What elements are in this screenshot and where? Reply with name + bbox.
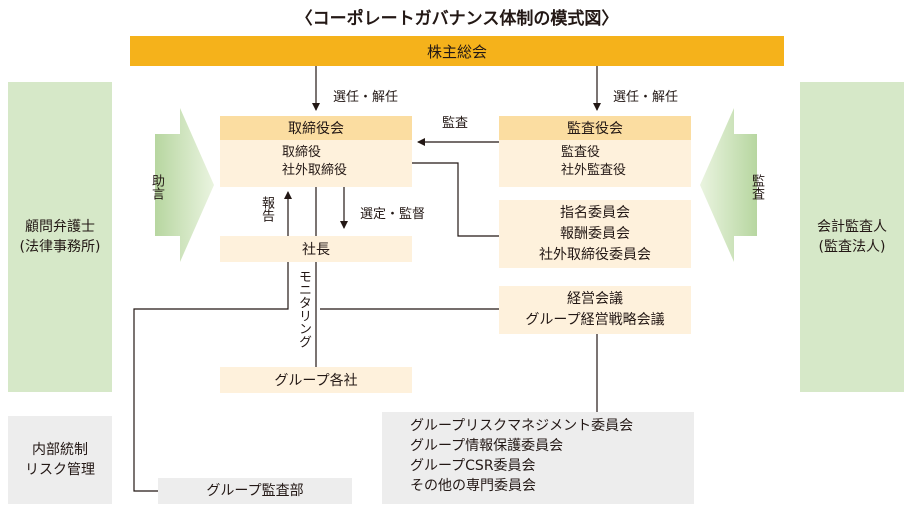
- group-committee-item: グループ情報保護委員会: [410, 438, 564, 454]
- board-member: 取締役: [282, 145, 322, 160]
- group-committee-item: その他の専門委員会: [410, 478, 536, 494]
- elect-auditors-label: 選任・解任: [613, 90, 679, 105]
- accounting-auditor-panel: 会計監査人 (監査法人): [800, 82, 904, 392]
- committee-item: 指名委員会: [560, 204, 630, 221]
- internal-control-box: 内部統制 リスク管理: [8, 416, 112, 504]
- board-member: 社外取締役: [282, 163, 348, 178]
- group-committee-item: グループリスクマネジメント委員会: [410, 418, 634, 434]
- management-item: 経営会議: [567, 291, 623, 307]
- audit-arrow: [700, 108, 757, 262]
- auditor-member: 社外監査役: [561, 163, 627, 178]
- committee-item: 社外取締役委員会: [539, 246, 651, 263]
- legal-counsel-panel: 顧問弁護士 (法律事務所): [8, 82, 112, 392]
- auditors-header: 監査役会: [499, 116, 691, 140]
- board-body: 取締役 社外取締役: [220, 140, 412, 187]
- president-audit-line: [133, 262, 289, 492]
- monitoring-label: モニタリング: [296, 270, 311, 348]
- group-committees-box: グループリスクマネジメント委員会 グループ情報保護委員会 グループCSR委員会 …: [382, 412, 694, 504]
- audit-arrow-label: 監査: [749, 174, 764, 200]
- committees-box: 指名委員会 報酬委員会 社外取締役委員会: [499, 200, 691, 268]
- advice-arrow: [155, 108, 214, 262]
- shareholders-meeting: 株主総会: [130, 36, 784, 66]
- auditor-member: 監査役: [561, 145, 601, 160]
- audit-label: 監査: [442, 116, 469, 131]
- management-item: グループ経営戦略会議: [525, 312, 665, 328]
- president-box: 社長: [220, 236, 412, 262]
- committee-item: 報酬委員会: [560, 225, 630, 242]
- group-committee-item: グループCSR委員会: [410, 458, 536, 474]
- auditors-body: 監査役 社外監査役: [499, 140, 691, 187]
- page-title: 〈コーポレートガバナンス体制の模式図〉: [295, 9, 619, 29]
- management-box: 経営会議 グループ経営戦略会議: [499, 286, 691, 334]
- report-label: 報告: [259, 196, 274, 222]
- board-header: 取締役会: [220, 116, 412, 140]
- group-companies-box: グループ各社: [220, 367, 412, 393]
- board-committees-line: [412, 162, 499, 237]
- elect-board-label: 選任・解任: [333, 90, 399, 105]
- supervise-label: 選定・監督: [360, 207, 426, 222]
- group-audit-box: グループ監査部: [158, 478, 352, 504]
- advice-label: 助言: [149, 174, 164, 200]
